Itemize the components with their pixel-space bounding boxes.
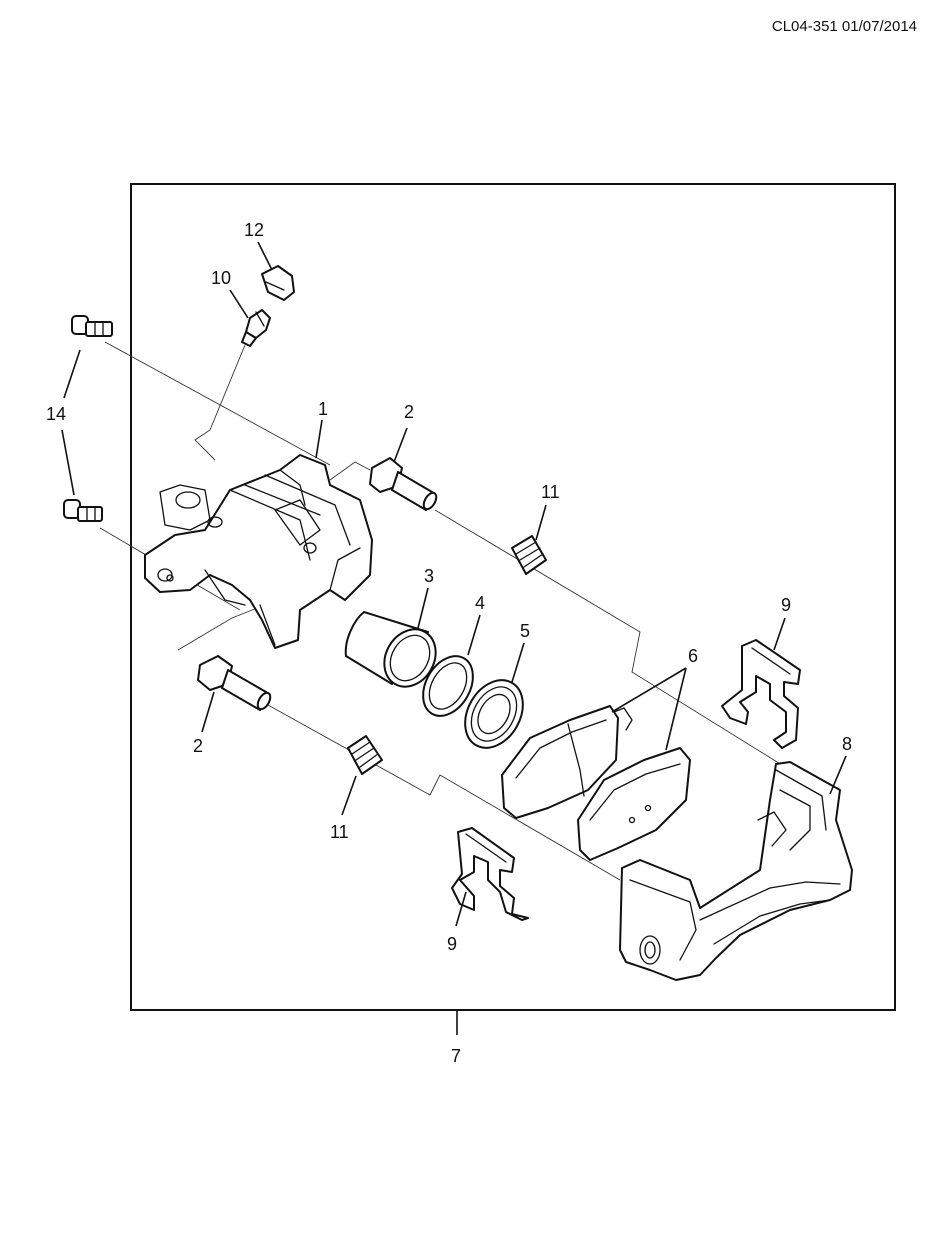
leader-2-lower: [201, 691, 215, 733]
part-4-piston-seal: [422, 655, 474, 717]
part-6-brake-pad-outer: [577, 747, 691, 861]
callout-14: 14: [46, 404, 66, 424]
part-2-guide-pin-lower: [197, 655, 272, 711]
leader-11-lower: [341, 775, 357, 816]
part-8-caliper-bracket: [619, 761, 853, 981]
part-12-bleeder-cap: [261, 265, 295, 301]
part-14-mounting-bolt-lower: [63, 499, 103, 522]
assembly-frame: [130, 183, 896, 1011]
part-5-dust-boot: [464, 679, 524, 749]
callout-1: 1: [318, 399, 328, 419]
leader-6-outer: [665, 667, 687, 751]
part-9-pad-clip-lower: [451, 827, 529, 921]
leader-9-upper: [773, 617, 786, 651]
callout-7: 7: [451, 1046, 461, 1066]
leader-2-upper: [393, 427, 408, 463]
callout-11-lower: 11: [330, 822, 349, 842]
leader-14-lower: [61, 429, 75, 496]
leader-9-lower: [455, 891, 467, 927]
callout-2-upper: 2: [404, 402, 414, 422]
leader-6-inner: [611, 667, 687, 713]
callout-9-upper: 9: [781, 595, 791, 615]
part-10-bleeder-screw: [241, 309, 271, 347]
callout-2-lower: 2: [193, 736, 203, 756]
callout-6: 6: [688, 646, 698, 666]
part-6-brake-pad-inner: [501, 705, 633, 819]
callout-5: 5: [520, 621, 530, 641]
callout-10: 10: [211, 268, 231, 288]
part-11-pin-boot-lower: [347, 735, 383, 775]
callout-8: 8: [842, 734, 852, 754]
part-1-caliper-housing: [144, 454, 373, 649]
leader-12: [257, 241, 273, 271]
callout-12: 12: [244, 220, 264, 240]
leader-4: [467, 614, 481, 656]
callout-9-lower: 9: [447, 934, 457, 954]
leader-5: [511, 642, 525, 683]
callout-3: 3: [424, 566, 434, 586]
document-code: CL04-351 01/07/2014: [771, 18, 917, 35]
callout-11-upper: 11: [541, 482, 560, 502]
leader-8: [829, 755, 847, 795]
leader-1: [315, 419, 323, 459]
leader-3: [417, 587, 429, 629]
part-14-mounting-bolt-upper: [71, 315, 113, 337]
leader-11-upper: [535, 504, 547, 541]
part-11-pin-boot-upper: [511, 535, 547, 575]
part-2-guide-pin-upper: [369, 457, 438, 511]
leader-14-upper: [63, 349, 81, 399]
leader-10: [229, 289, 249, 319]
part-3-piston: [344, 611, 437, 688]
callout-4: 4: [475, 593, 485, 613]
part-9-pad-clip-upper: [721, 639, 801, 749]
